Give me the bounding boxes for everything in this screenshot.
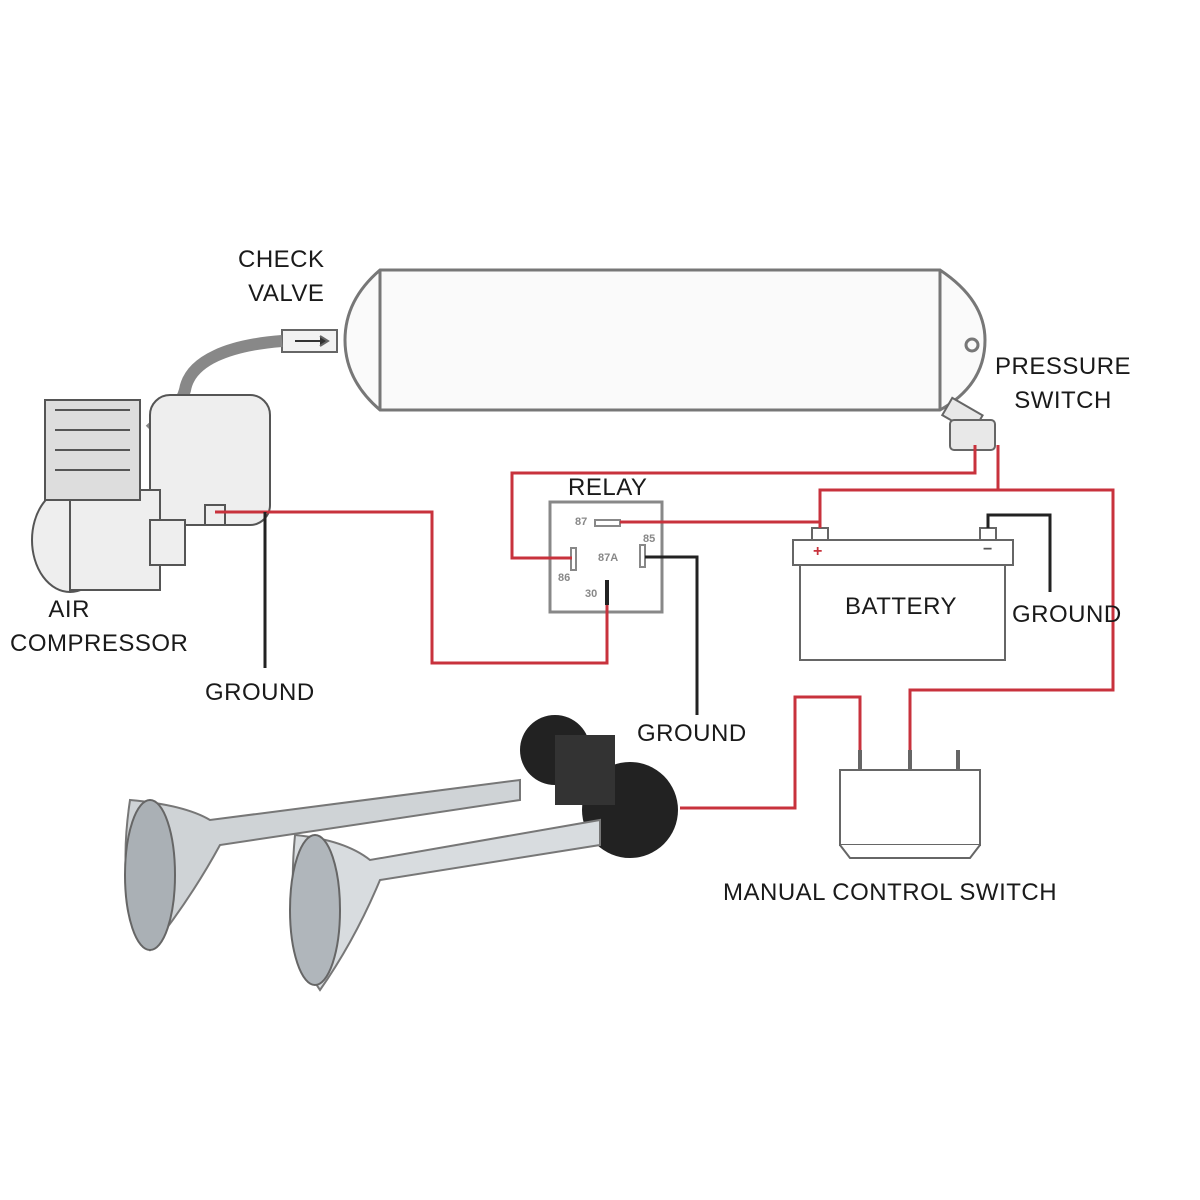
- air-compressor: [31, 394, 271, 593]
- check-valve-label-line2: VALVE: [248, 280, 325, 307]
- relay-pin-85: 85: [643, 533, 656, 545]
- pressure-switch: [940, 396, 996, 451]
- wire-relay-85-ground: [645, 555, 699, 715]
- air-compressor-label: AIR COMPRESSOR: [10, 593, 188, 661]
- wire-compressor-to-relay-30: [215, 510, 609, 665]
- check-valve: [281, 329, 338, 353]
- battery-positive-terminal: +: [813, 543, 823, 560]
- ground-wires: [263, 512, 1052, 715]
- ground-label-compressor: GROUND: [205, 679, 315, 706]
- wire-relay-87-to-battery: [620, 520, 822, 528]
- ground-label-battery: GROUND: [1012, 601, 1122, 628]
- pressure-switch-label-line1: PRESSURE: [995, 353, 1132, 380]
- relay-pin-30: 30: [585, 588, 598, 600]
- battery-negative-terminal: −: [983, 541, 993, 558]
- ground-label-relay: GROUND: [637, 720, 747, 747]
- battery-label: BATTERY: [845, 593, 957, 620]
- air-horns: [124, 715, 678, 992]
- pressure-switch-label: PRESSURE SWITCH: [995, 350, 1131, 418]
- wire-switch-to-horns: [680, 695, 862, 810]
- manual-control-switch-label: MANUAL CONTROL SWITCH: [723, 879, 1058, 906]
- wire-battery-ground: [986, 513, 1052, 592]
- relay-pin-86: 86: [558, 572, 571, 584]
- relay-pin-87: 87: [575, 516, 588, 528]
- air-tank: [343, 268, 987, 412]
- manual-control-switch: [839, 750, 981, 859]
- air-compressor-label-line2: COMPRESSOR: [10, 630, 189, 657]
- positive-wires: [215, 445, 1115, 810]
- relay-pin-87a: 87A: [598, 552, 619, 564]
- battery: [792, 527, 1014, 661]
- relay-label: RELAY: [568, 474, 648, 501]
- check-valve-label: CHECK VALVE: [238, 243, 325, 311]
- wire-relay-86-to-pressure-switch: [510, 445, 977, 560]
- check-valve-label-line1: CHECK: [238, 246, 325, 273]
- pressure-switch-label-line2: SWITCH: [1014, 387, 1112, 414]
- wire-battery-to-switch: [908, 488, 1115, 750]
- wire-pressure-switch-to-battery: [818, 445, 1000, 522]
- air-compressor-label-line1: AIR: [48, 596, 90, 623]
